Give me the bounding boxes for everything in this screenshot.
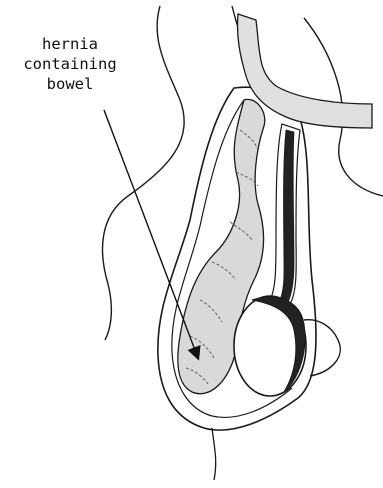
callout-arrow [104, 110, 198, 358]
lower-body-outline [304, 320, 340, 376]
label-line-1: hernia [10, 34, 130, 54]
scrotal-raphe [212, 428, 216, 480]
label-line-3: bowel [10, 74, 130, 94]
callout-label: hernia containing bowel [10, 34, 130, 94]
label-line-2: containing [10, 54, 130, 74]
